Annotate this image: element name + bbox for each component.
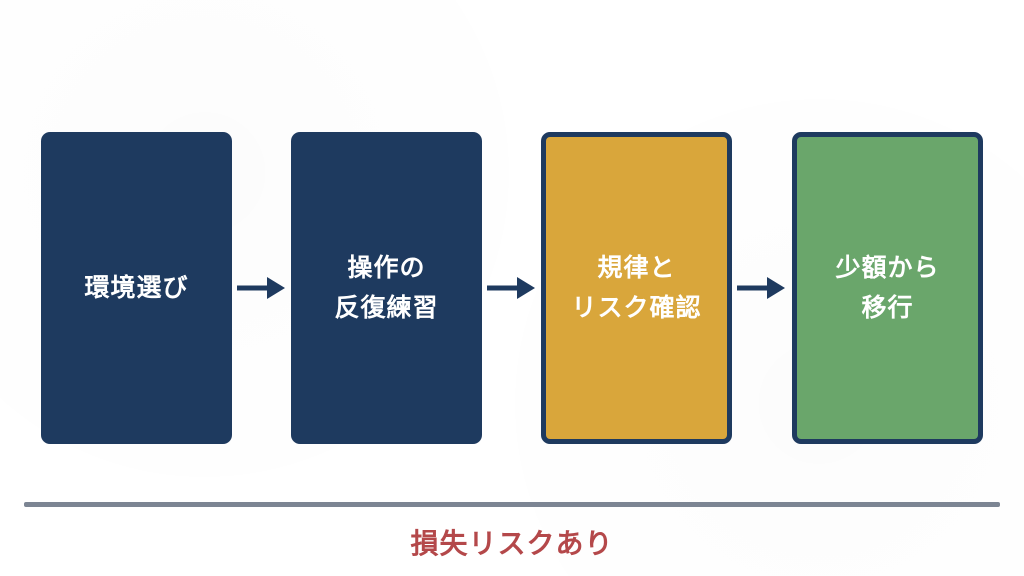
arrow-right-icon (737, 277, 785, 299)
step-card-discipline: 規律と リスク確認 (541, 132, 732, 444)
arrow-right-icon (487, 277, 535, 299)
step-label: 操作の 反復練習 (334, 253, 439, 322)
step-label: 環境選び (84, 273, 189, 302)
step-card-small-amount: 少額から 移行 (792, 132, 983, 444)
step-card-environment: 環境選び (41, 132, 232, 444)
risk-divider-line (24, 502, 1000, 507)
step-label: 少額から 移行 (835, 253, 940, 322)
step-label: 規律と リスク確認 (571, 253, 702, 322)
risk-warning-label: 損失リスクあり (410, 527, 614, 560)
step-card-practice: 操作の 反復練習 (291, 132, 482, 444)
arrow-right-icon (237, 277, 285, 299)
